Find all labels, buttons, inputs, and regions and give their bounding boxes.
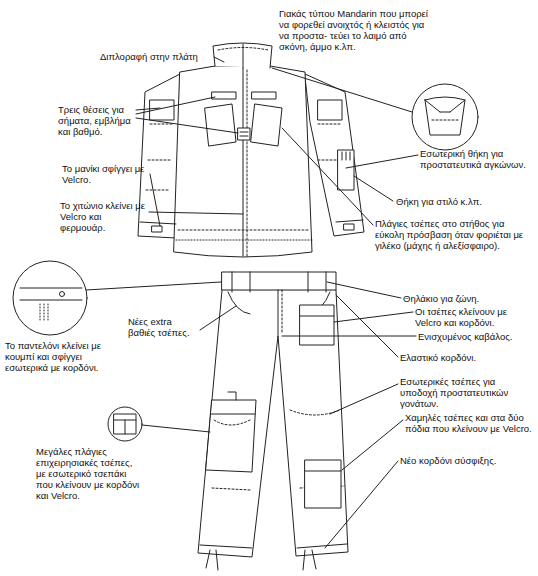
callout-label: Θηλάκιο για ζώνη.: [403, 293, 523, 304]
callout-label: Εσωτερική θήκη για προστατευτικά αγκώνων…: [420, 148, 530, 170]
callout-label: Νέο κορδόνι σύσφιξης.: [400, 455, 530, 466]
callout-label: Οι τσέπες κλείνουν με Velcro και κορδόνι…: [415, 306, 527, 328]
callout-label: Το μανίκι σφίγγει με Velcro.: [62, 163, 150, 185]
callout-label: Το χιτώνιο κλείνει με Velcro και φερμουά…: [60, 200, 148, 233]
callout-label: Διπλοραφή στην πλάτη: [100, 51, 215, 62]
callout-label: Ενισχυμένος καβάλος.: [418, 331, 533, 342]
callout-label: Θήκη για στιλό κ.λπ.: [396, 196, 496, 207]
collar-detail: [272, 68, 478, 150]
callout-label: Το παντελόνι κλείνει με κουμπί και σφίγγ…: [5, 340, 123, 373]
pocket-detail: [108, 407, 210, 441]
callout-label: Γιακάς τύπου Mandarin που μπορεί να φορε…: [279, 8, 429, 52]
callout-label: Νέες extra βαθιές τσέπες.: [128, 316, 200, 338]
pants-drawing: [198, 272, 348, 570]
callout-label: Τρεις θέσεις για σήματα, εμβλήμα και βαθ…: [58, 104, 136, 137]
waist-detail: [13, 261, 221, 335]
callout-label: Χαμηλές τσέπες και στα δύο πόδια που κλε…: [405, 412, 533, 434]
jacket-drawing: [138, 43, 364, 257]
callout-label: Ελαστικό κορδόνι.: [400, 352, 520, 363]
leader-lines: [136, 57, 418, 548]
callout-label: Μεγάλες πλάγιες επιχειρησιακές τσέπες, μ…: [36, 446, 144, 501]
callout-label: Εσωτερικές τσέπες για υποδοχή προστατευτ…: [400, 376, 530, 409]
callout-label: Πλάγιες τσέπες στο στήθος για εύκολη πρό…: [375, 218, 533, 251]
